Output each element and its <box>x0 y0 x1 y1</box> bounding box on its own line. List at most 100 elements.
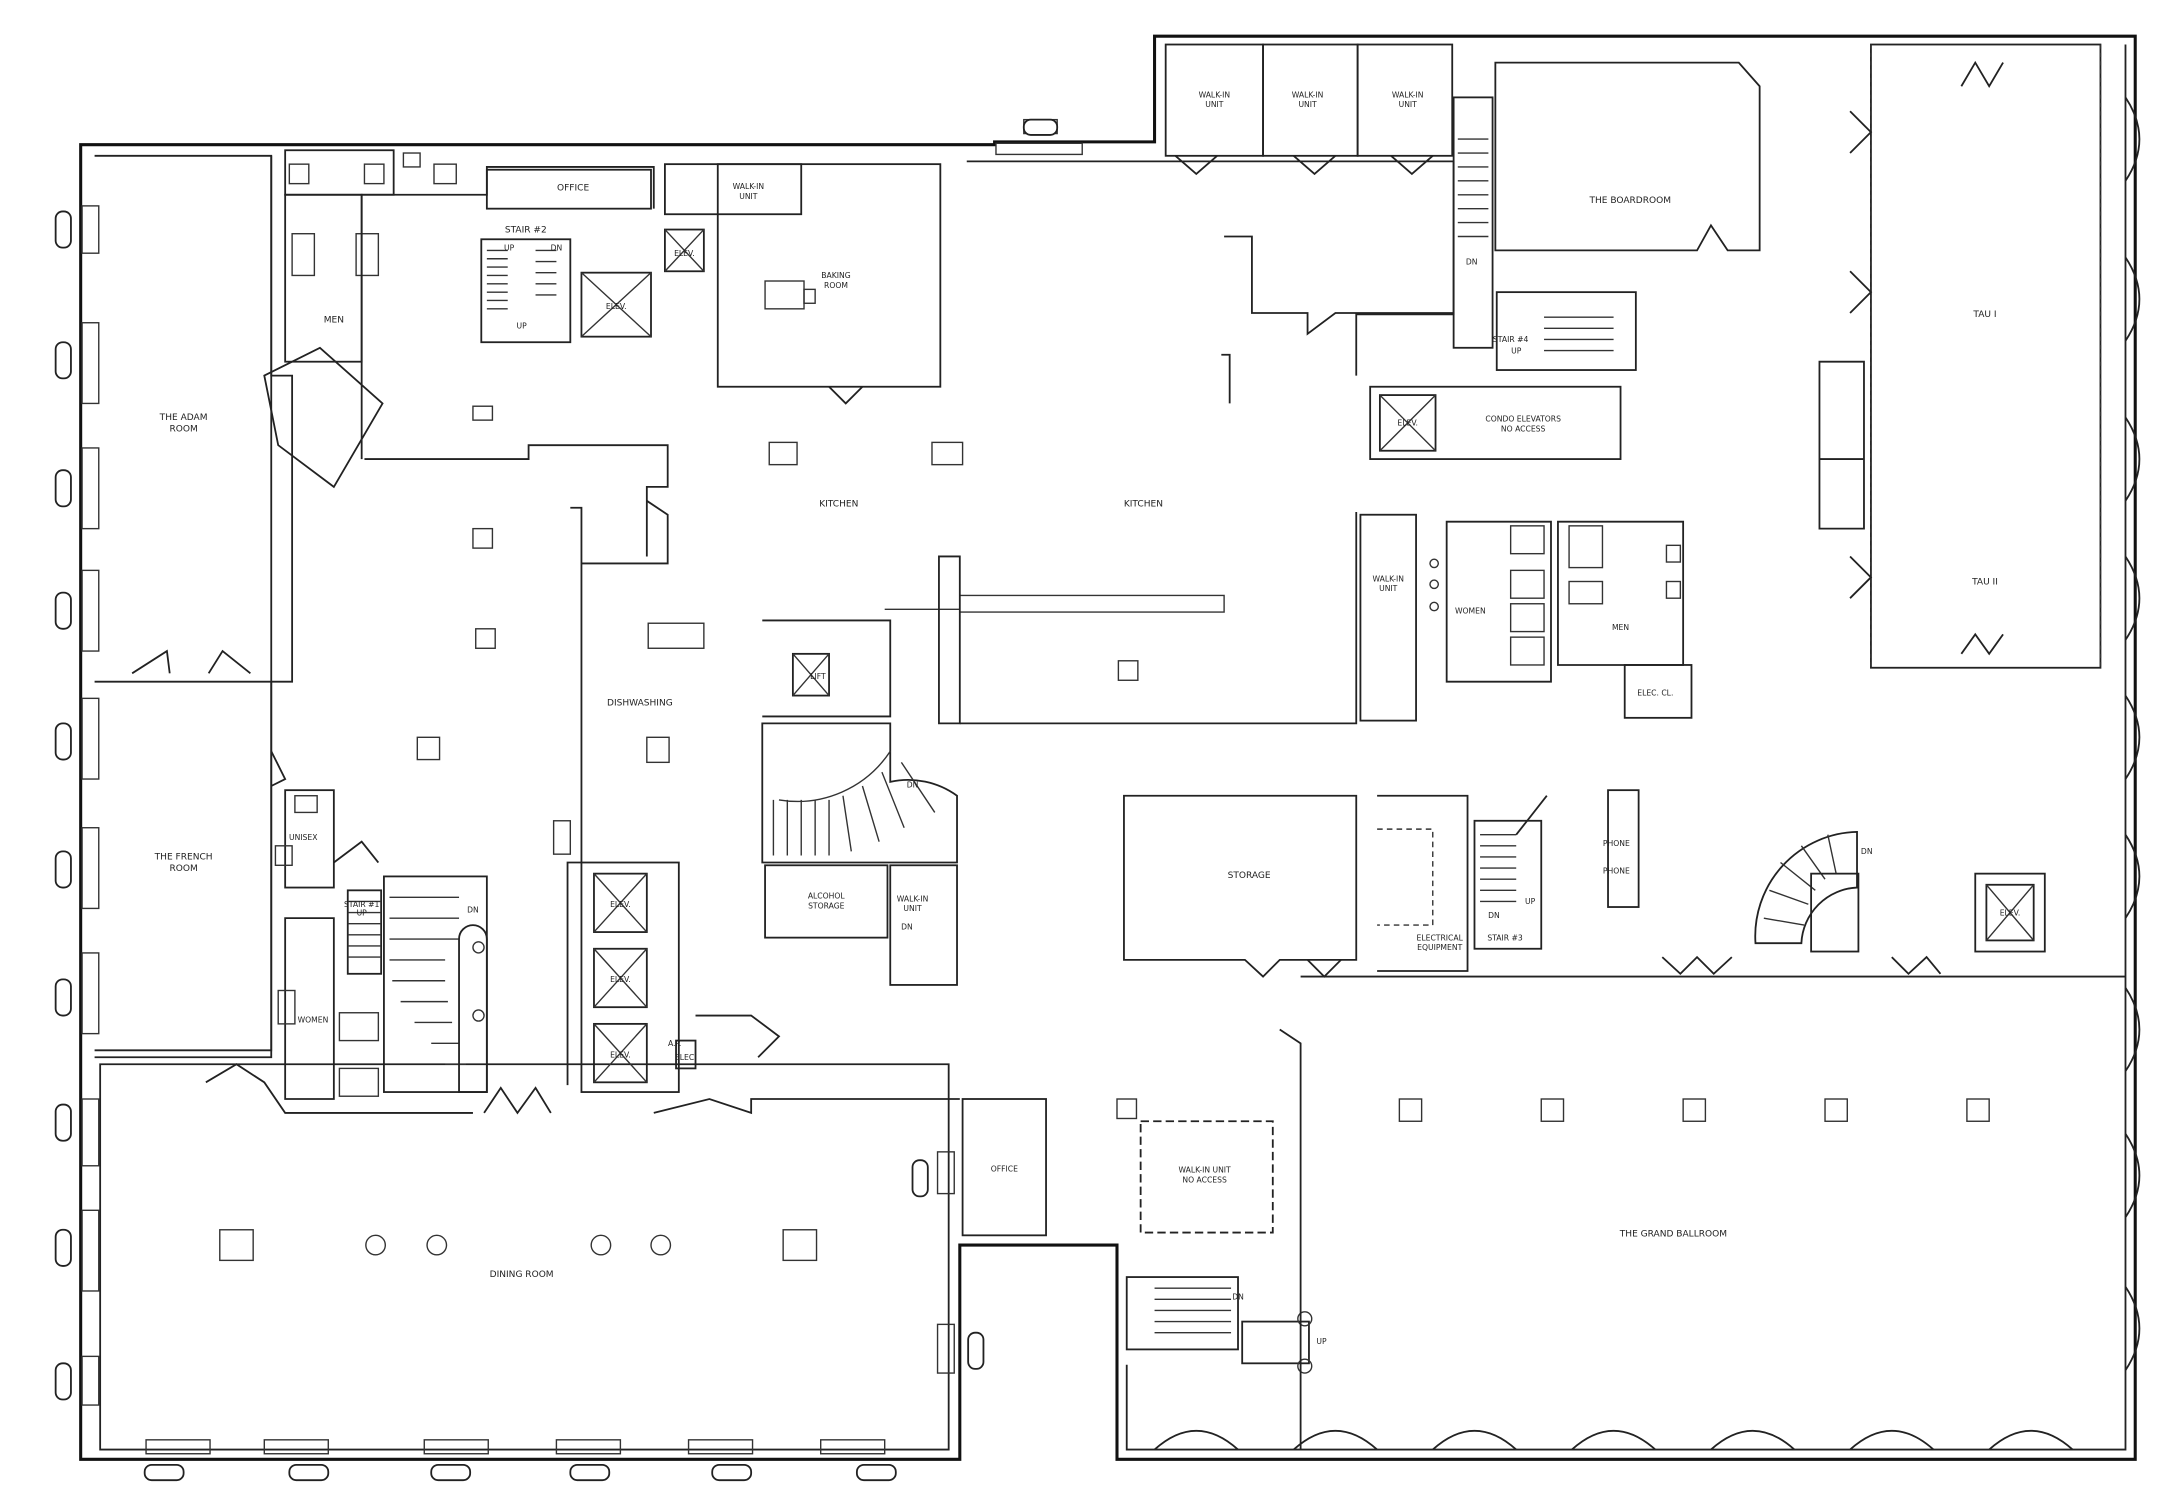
walkin-2-label-2: UNIT <box>1298 100 1317 109</box>
walkin-3-label-2: UNIT <box>1399 100 1418 109</box>
storage: STORAGE <box>1123 794 1358 978</box>
walkin-center-label-2: UNIT <box>903 904 922 913</box>
grand-ballroom: THE GRAND BALLROOM <box>1153 955 2126 1451</box>
walkin-noaccess: WALK-IN UNIT NO ACCESS <box>1116 1098 1274 1234</box>
lower-stair: DN UP <box>1125 1276 1327 1374</box>
unisex-label: UNISEX <box>289 833 317 842</box>
stair-3-label: STAIR #3 <box>1487 933 1523 942</box>
elevator-label-stair2: ELEV. <box>606 302 627 311</box>
women-left-label: WOMEN <box>298 1015 329 1024</box>
kitchen-1-label: KITCHEN <box>819 499 858 509</box>
stair-vertical-dn: DN <box>1466 257 1478 266</box>
ap-label: A.P. <box>668 1039 681 1048</box>
phone-1-label: PHONE <box>1603 839 1630 848</box>
stair-3: STAIR #3 DN UP <box>1473 795 1548 950</box>
lower-stair-up: UP <box>1316 1337 1327 1346</box>
curved-stair-center: DN <box>761 722 958 864</box>
dining-room-label: DINING ROOM <box>490 1270 554 1280</box>
condo-elevators-label-1: CONDO ELEVATORS <box>1485 415 1561 424</box>
adam-room-label-1: THE ADAM <box>159 413 208 423</box>
unisex-restroom: UNISEX <box>274 789 380 889</box>
men-restroom-top: MEN <box>263 149 395 489</box>
stair-4-label: STAIR #4 <box>1493 335 1529 344</box>
dishwashing-label: DISHWASHING <box>607 698 673 708</box>
elevator-label-c: ELEV. <box>610 1050 631 1059</box>
stair-4: STAIR #4 UP <box>1493 291 1637 371</box>
grand-ballroom-label: THE GRAND BALLROOM <box>1619 1230 1727 1240</box>
stair-2-label: STAIR #2 <box>505 225 547 235</box>
alcohol-storage-label-1: ALCOHOL <box>808 892 846 901</box>
phone-booths: PHONE PHONE <box>1603 789 1640 908</box>
stair-1-label: STAIR #1 <box>344 900 380 909</box>
walkin-1-label-2: UNIT <box>1205 100 1224 109</box>
stair-2-up-lower: UP <box>517 321 528 330</box>
elec-closet: ELEC. CL. <box>1623 664 1693 719</box>
walkin-noaccess-label-1: WALK-IN UNIT <box>1179 1166 1232 1175</box>
walkin-top: WALK-IN UNIT <box>664 163 803 216</box>
elevator-bank-center: ELEV. ELEV. ELEV. ELEC. A.P. <box>580 861 781 1093</box>
dining-room: DINING ROOM <box>205 1063 960 1280</box>
boardroom-label: THE BOARDROOM <box>1588 196 1671 206</box>
stair-3-up: UP <box>1525 897 1536 906</box>
tau-rooms: TAU I TAU II <box>1818 43 2102 669</box>
stair-2: STAIR #2 UP DN UP ELEV. ELEV. <box>360 166 705 460</box>
men-top-label: MEN <box>324 316 344 326</box>
kitchen-2-label: KITCHEN <box>1124 499 1163 509</box>
walkin-center-label-1: WALK-IN <box>897 894 929 903</box>
walkin-2-label-1: WALK-IN <box>1292 90 1324 99</box>
french-room: THE FRENCH ROOM <box>94 680 287 1052</box>
elevator-label-stair2b: ELEV. <box>674 249 695 258</box>
stair-2-up: UP <box>504 243 515 252</box>
lower-stair-dn: DN <box>1232 1292 1244 1301</box>
kitchen: KITCHEN KITCHEN <box>364 160 1455 761</box>
baking-room-label-2: ROOM <box>824 281 848 290</box>
stair-3-dn: DN <box>1488 911 1500 920</box>
right-bays <box>1849 96 2141 1371</box>
french-room-label-2: ROOM <box>169 864 197 874</box>
elevator-label-a: ELEV. <box>610 900 631 909</box>
stair-2-dn: DN <box>551 243 563 252</box>
boardroom: THE BOARDROOM <box>1494 61 1761 252</box>
stair-1-up: UP <box>357 908 368 917</box>
women-right-label: WOMEN <box>1455 606 1486 615</box>
storage-label: STORAGE <box>1228 871 1271 881</box>
elevator-right: ELEV. <box>1974 872 2046 953</box>
curved-stair-dn: DN <box>907 780 919 789</box>
alcohol-storage: ALCOHOL STORAGE <box>764 864 889 939</box>
detail-tags <box>54 118 1059 1482</box>
office-top-label: OFFICE <box>557 184 589 194</box>
walkin-units-top: WALK-IN UNIT WALK-IN UNIT WALK-IN UNIT <box>1023 43 1454 176</box>
elevator-label-condo: ELEV. <box>1397 419 1418 428</box>
stair-left-vertical: DN <box>1452 96 1494 349</box>
walkin-center: WALK-IN UNIT DN <box>889 864 958 986</box>
baking-room: BAKING ROOM <box>716 163 942 405</box>
condo-elevators: ELEV. CONDO ELEVATORS NO ACCESS <box>1369 385 1622 460</box>
exterior-walls <box>79 34 2137 1461</box>
baking-room-label-1: BAKING <box>821 271 850 280</box>
electrical-equipment: ELECTRICAL EQUIPMENT <box>1377 794 1469 972</box>
elevator-label-b: ELEV. <box>610 975 631 984</box>
men-right-label: MEN <box>1612 623 1629 632</box>
adam-room: THE ADAM ROOM <box>131 155 294 683</box>
walkin-top-label-1: WALK-IN <box>733 182 765 191</box>
walkin-top-label-2: UNIT <box>739 192 758 201</box>
dishwashing: DISHWASHING <box>552 500 705 1086</box>
tau-1-label: TAU I <box>1972 310 1996 320</box>
spiral-stair-dn: DN <box>1861 847 1873 856</box>
elec-cl-label: ELEC. CL. <box>1637 689 1673 698</box>
walkin-center-dn: DN <box>901 922 913 931</box>
lift: LIFT <box>762 619 892 718</box>
women-restroom-left: WOMEN <box>277 917 380 1100</box>
alcohol-storage-label-2: STORAGE <box>808 901 845 910</box>
french-room-label-1: THE FRENCH <box>154 853 213 863</box>
walkin-3-label-1: WALK-IN <box>1392 90 1424 99</box>
electrical-equipment-label-2: EQUIPMENT <box>1417 943 1462 952</box>
elec-small-label: ELEC. <box>675 1053 697 1062</box>
electrical-equipment-label-1: ELECTRICAL <box>1417 933 1464 942</box>
left-windows <box>81 205 100 1406</box>
phone-2-label: PHONE <box>1603 867 1630 876</box>
stair-4-up: UP <box>1511 346 1522 355</box>
bottom-windows <box>145 142 1083 1455</box>
stair-1-dn: DN <box>467 906 479 915</box>
